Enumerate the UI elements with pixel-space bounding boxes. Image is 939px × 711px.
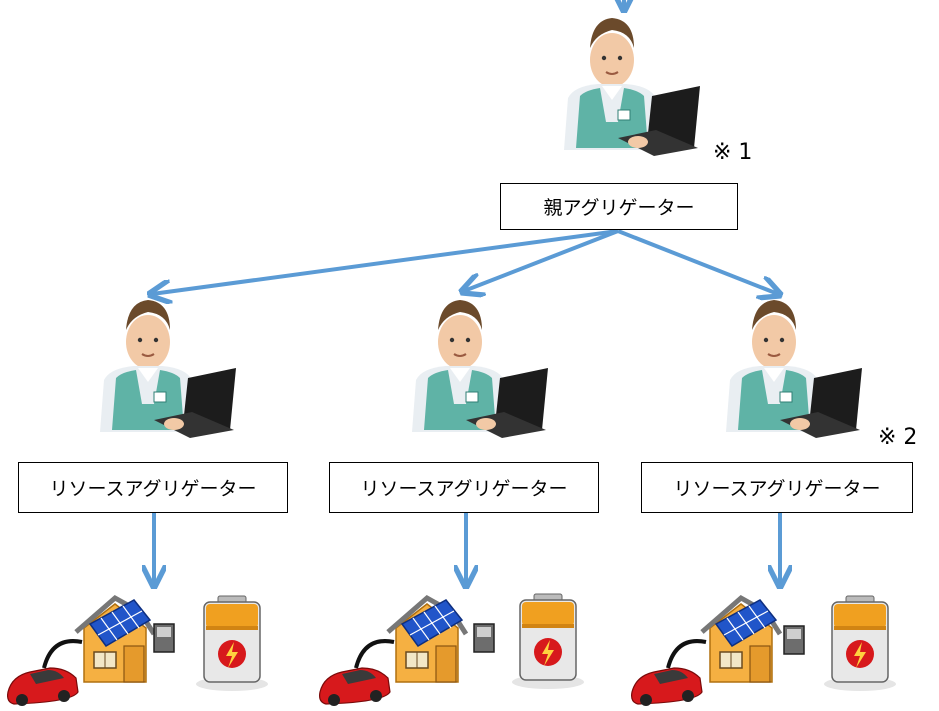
battery-icon <box>195 595 269 692</box>
arrow-parent-to-ra-left <box>152 229 619 294</box>
charging-cable <box>42 639 83 669</box>
battery-icon <box>823 595 897 692</box>
parent-aggregator-label: 親アグリゲーター <box>500 183 738 230</box>
arrow-parent-to-ra-center <box>464 229 619 291</box>
electric-car-icon <box>6 667 79 707</box>
charger-box-icon <box>473 623 495 653</box>
person-at-laptop-icon <box>725 299 863 439</box>
resource-group-center <box>319 593 585 707</box>
person-at-laptop-icon <box>563 17 701 157</box>
charging-cable <box>666 639 707 669</box>
parent-note: ※ 1 <box>713 140 753 165</box>
house-solar-icon <box>388 598 466 682</box>
resource-aggregator-label-right: リソースアグリゲーター <box>641 462 913 513</box>
charger-box-icon <box>783 625 805 655</box>
person-at-laptop-icon <box>411 299 549 439</box>
arrow-parent-to-ra-right <box>617 229 778 294</box>
house-solar-icon <box>702 598 780 682</box>
electric-car-icon <box>630 667 703 707</box>
resource-group-right <box>630 595 897 707</box>
resource-group-left <box>6 595 269 707</box>
charging-cable <box>354 639 395 669</box>
house-solar-icon <box>76 598 154 682</box>
person-at-laptop-icon <box>99 299 237 439</box>
resource-aggregator-label-left: リソースアグリゲーター <box>18 462 288 513</box>
resource-aggregator-note: ※ 2 <box>878 425 918 450</box>
resource-aggregator-label-center: リソースアグリゲーター <box>329 462 599 513</box>
electric-car-icon <box>319 667 391 707</box>
charger-box-icon <box>153 623 175 653</box>
battery-icon <box>511 593 585 690</box>
